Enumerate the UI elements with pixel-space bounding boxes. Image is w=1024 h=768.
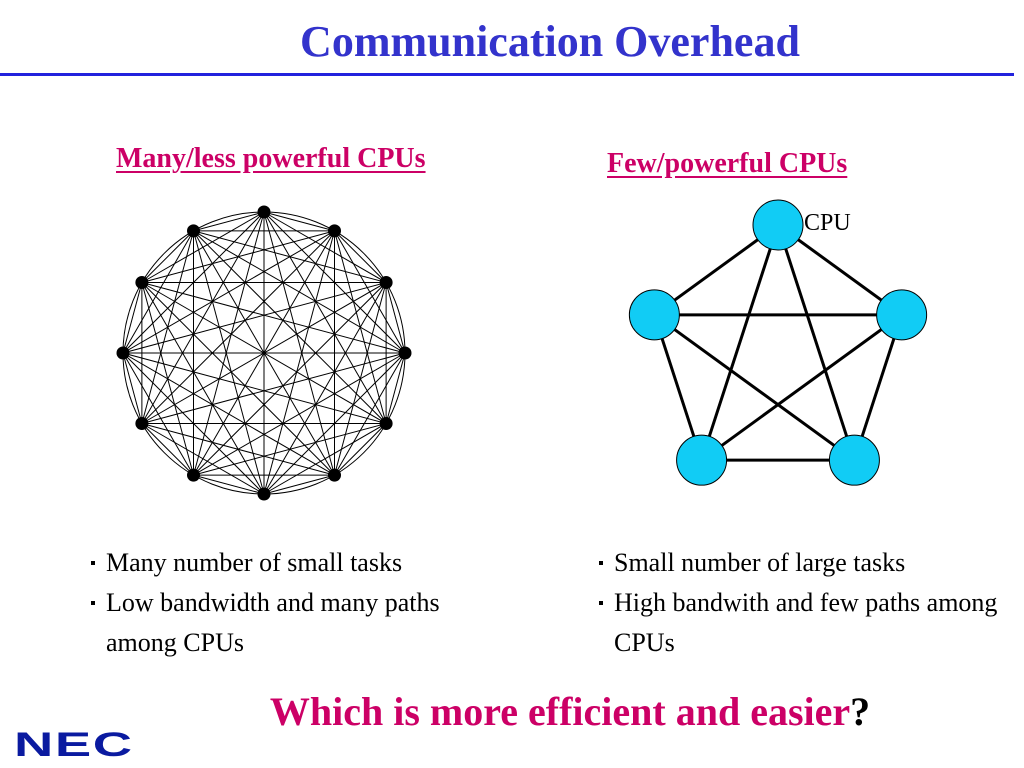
mesh-link [122,352,194,476]
mesh-link [193,230,265,495]
mesh-link [334,230,387,283]
mesh-link [385,352,406,424]
bullet-dot [91,561,95,565]
cpu-node [676,434,728,486]
cpu-node [752,199,804,251]
question-text: Which is more efficient and easier [269,689,851,734]
bullet-dot [91,601,95,605]
mesh-node [187,224,200,238]
mesh-link [141,230,335,424]
closing-question: Which is more efficient and easier? [0,686,1024,738]
bullet-text: High bandwith and few paths among CPUs [614,588,998,657]
mesh-link [141,352,406,424]
mesh-link [141,230,194,424]
mesh-link [193,474,265,495]
bullet-text: Small number of large tasks [614,548,906,577]
left-bullet-list: Many number of small tasks Low bandwidth… [88,543,508,663]
mesh-node [257,205,271,219]
bullet-item: High bandwith and few paths among CPUs [596,583,1024,663]
bullet-item: Many number of small tasks [88,543,508,583]
slide-title: Communication Overhead [300,17,800,66]
mesh-node [116,346,130,360]
mesh-link [193,230,406,354]
mesh-link [385,282,406,354]
fully-connected-network-diagram [116,205,412,501]
mesh-node [257,487,271,501]
mesh-link [193,211,265,232]
mesh-link [122,282,387,354]
mesh-link [122,230,194,354]
mesh-link [263,211,335,232]
mesh-node [328,468,341,482]
mesh-link [141,282,335,476]
mesh-link [193,230,387,283]
bullet-dot [599,561,603,565]
cpu-link [700,224,780,461]
cpu-link [700,313,903,462]
bullet-item: Small number of large tasks [596,543,1024,583]
left-heading: Many/less powerful CPUs [116,143,426,174]
mesh-link [193,230,387,424]
mesh-link [141,230,194,283]
bullet-text: Many number of small tasks [106,548,403,577]
nec-logo: NEC [14,726,134,764]
mesh-node [187,468,200,482]
mesh-node [379,276,393,289]
mesh-link [141,423,194,476]
cpu-node [876,289,928,341]
bullet-item: Low bandwidth and many paths among CPUs [88,583,508,663]
cpu-link [653,313,856,462]
mesh-link [141,282,194,476]
right-heading: Few/powerful CPUs [607,148,848,179]
title-rule [0,73,1014,76]
right-bullet-list: Small number of large tasks High bandwit… [596,543,1024,663]
bullet-dot [599,601,603,605]
cpu-node [628,289,680,341]
cpu-label: CPU [804,210,851,236]
mesh-link [141,282,406,354]
cpu-node [828,434,880,486]
mesh-link [122,352,335,476]
mesh-link [122,352,143,424]
mesh-link [193,230,335,476]
mesh-node [398,346,412,360]
mesh-link [141,423,265,495]
mesh-link [141,282,265,495]
mesh-link [193,282,387,476]
mesh-link [122,282,143,354]
question-mark: ? [850,689,871,734]
mesh-link [263,230,335,495]
pentagon-network-diagram [628,199,928,486]
mesh-node [135,417,149,430]
bullet-text: Low bandwidth and many paths among CPUs [106,588,440,657]
mesh-node [135,276,149,289]
mesh-link [263,211,335,476]
mesh-link [193,211,265,476]
mesh-link [334,423,387,476]
mesh-node [379,417,393,430]
mesh-node [328,224,341,238]
mesh-link [263,474,335,495]
mesh-link [122,352,387,424]
cpu-link [776,224,856,461]
